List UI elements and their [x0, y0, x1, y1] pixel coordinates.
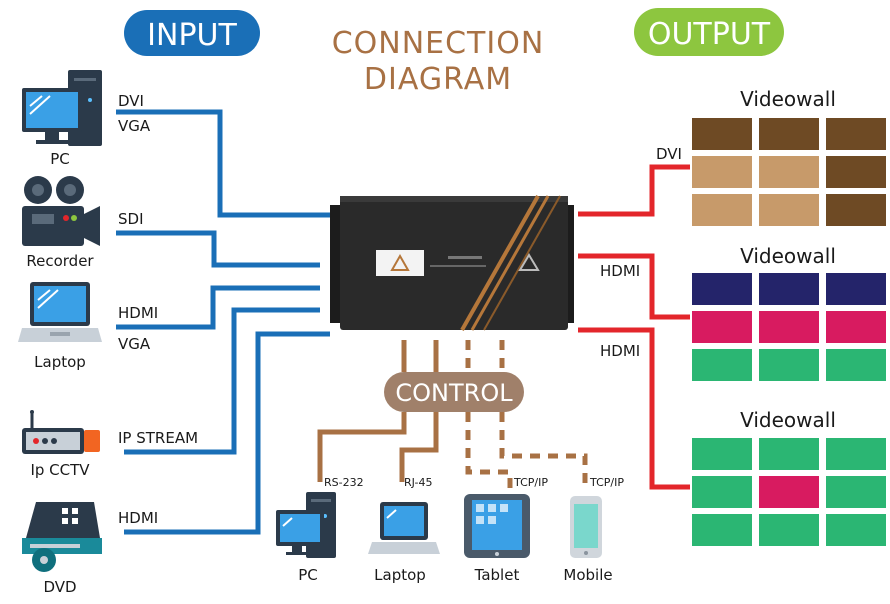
- output-port-label: HDMI: [600, 262, 640, 280]
- control-heading: CONTROL: [395, 379, 513, 407]
- diagram-title-line2: DIAGRAM: [364, 62, 512, 97]
- input-line-recorder: [116, 230, 320, 268]
- videowall-tile: [826, 349, 886, 381]
- input-line-pc: [116, 109, 330, 218]
- videowall-3: [692, 438, 886, 546]
- videowall-tile: [759, 194, 819, 226]
- videowall-title: Videowall: [740, 244, 836, 268]
- port-label: HDMI: [118, 509, 158, 527]
- control-line-mobile: [499, 412, 588, 488]
- video-wall-controller: [330, 195, 574, 331]
- videowall-tile: [759, 118, 819, 150]
- videowall-tile: [692, 118, 752, 150]
- port-label: VGA: [118, 117, 151, 135]
- control-line-pc: [317, 412, 407, 482]
- output-line-wall2: [578, 253, 690, 320]
- protocol-label: RS-232: [324, 476, 364, 489]
- control-device-name: Mobile: [563, 566, 612, 584]
- videowall-tile: [826, 273, 886, 305]
- laptop-icon: [18, 282, 102, 342]
- laptop-icon: [368, 502, 440, 554]
- input-connections: [116, 109, 330, 535]
- input-line-ipcctv: [124, 307, 320, 455]
- videowall-tile: [759, 273, 819, 305]
- ip-camera-icon: [22, 410, 100, 454]
- port-label: DVI: [118, 92, 144, 110]
- input-pill: INPUT: [124, 10, 260, 56]
- control-pill: CONTROL: [384, 372, 524, 412]
- videowall-tile: [826, 438, 886, 470]
- port-label: VGA: [118, 335, 151, 353]
- videowall-tile: [692, 194, 752, 226]
- videowall-title: Videowall: [740, 408, 836, 432]
- videowall-tile: [826, 118, 886, 150]
- videowall-tile: [759, 156, 819, 188]
- port-label: HDMI: [118, 304, 158, 322]
- input-device-name: Ip CCTV: [30, 461, 90, 479]
- videowall-title: Videowall: [740, 87, 836, 111]
- protocol-label: TCP/IP: [589, 476, 624, 489]
- dvd-player-icon: [22, 502, 102, 572]
- input-device-name: DVD: [43, 578, 76, 596]
- tablet-icon: [464, 494, 530, 558]
- videowall-tile: [826, 514, 886, 546]
- output-line-wall1: [578, 164, 690, 217]
- input-device-name: Laptop: [34, 353, 86, 371]
- videowall-tile: [692, 514, 752, 546]
- output-pill: OUTPUT: [634, 8, 784, 56]
- port-label: IP STREAM: [118, 429, 198, 447]
- output-port-label: DVI: [656, 145, 682, 163]
- videowall-tile: [692, 311, 752, 343]
- pc-icon: [276, 492, 336, 558]
- control-line-tablet: [465, 412, 513, 488]
- videowall-tile: [826, 476, 886, 508]
- videowall-2: [692, 273, 886, 381]
- videowall-tile: [759, 514, 819, 546]
- port-label: SDI: [118, 210, 144, 228]
- control-device-name: PC: [298, 566, 318, 584]
- pc-icon: [22, 70, 102, 146]
- input-line-dvd: [124, 331, 330, 535]
- control-device-name: Laptop: [374, 566, 426, 584]
- videowall-tile: [692, 156, 752, 188]
- protocol-label: TCP/IP: [513, 476, 548, 489]
- brand-logo-icon: [390, 253, 410, 271]
- videowall-tile: [826, 156, 886, 188]
- videowall-tile: [826, 311, 886, 343]
- videowall-tile: [759, 311, 819, 343]
- videowall-tile: [759, 476, 819, 508]
- diagram-title-line1: CONNECTION: [332, 26, 545, 61]
- videowall-tile: [692, 273, 752, 305]
- videowall-tile: [826, 194, 886, 226]
- input-heading: INPUT: [147, 18, 237, 53]
- control-device-name: Tablet: [474, 566, 520, 584]
- videowall-tile: [692, 349, 752, 381]
- output-connections: [578, 164, 690, 490]
- videowall-tile: [759, 349, 819, 381]
- protocol-label: RJ-45: [404, 476, 432, 489]
- control-connections: [317, 340, 588, 488]
- videowall-tile: [692, 476, 752, 508]
- control-line-laptop: [399, 412, 439, 482]
- input-device-name: PC: [50, 150, 70, 168]
- output-heading: OUTPUT: [648, 17, 771, 52]
- camera-icon: [22, 176, 100, 246]
- mobile-icon: [570, 496, 602, 558]
- videowall-tile: [759, 438, 819, 470]
- output-line-wall3: [578, 327, 690, 490]
- output-port-label: HDMI: [600, 342, 640, 360]
- input-device-name: Recorder: [26, 252, 94, 270]
- brand-logo-side-icon: [518, 253, 540, 271]
- videowall-1: [692, 118, 886, 226]
- input-line-laptop: [116, 285, 320, 330]
- videowall-tile: [692, 438, 752, 470]
